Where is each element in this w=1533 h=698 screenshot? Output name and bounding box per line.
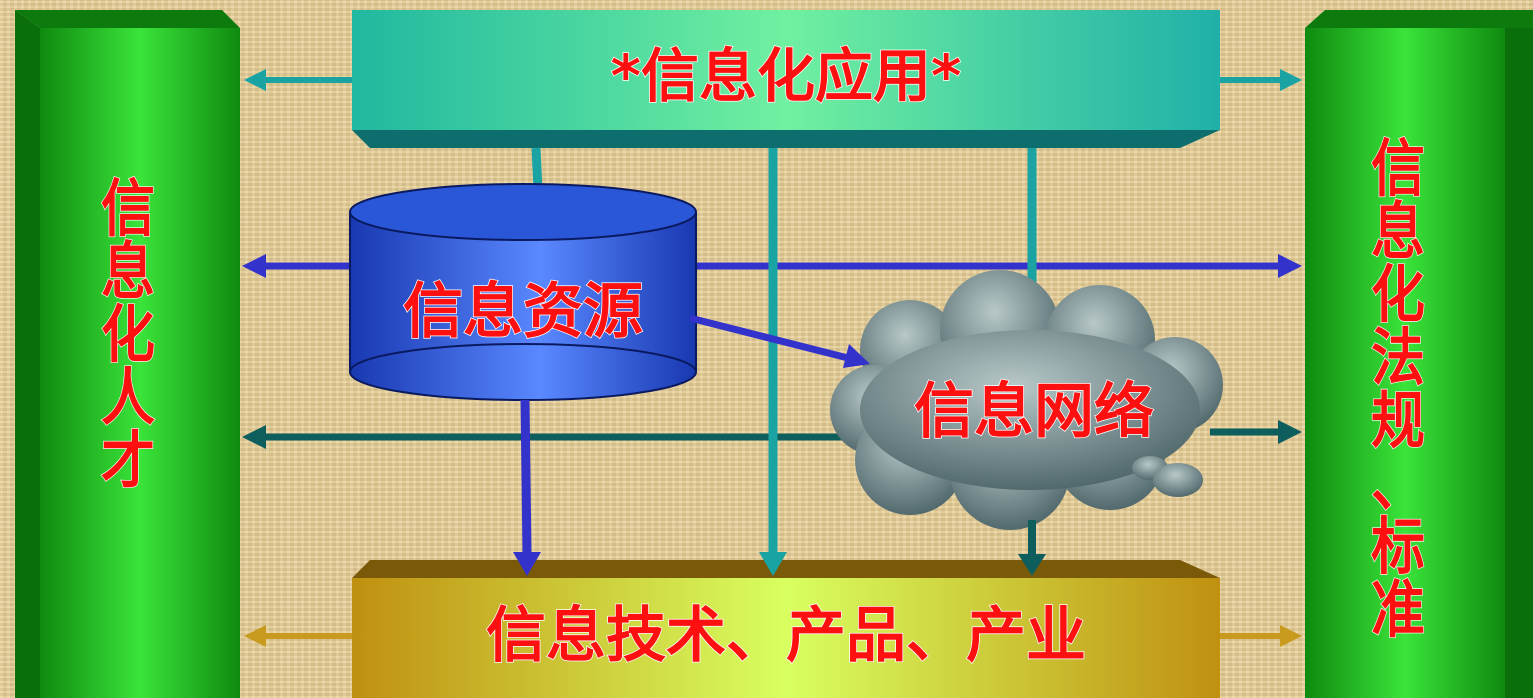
gold-arrows-bottom xyxy=(244,625,1302,647)
pillar-char: 法 xyxy=(1371,321,1425,394)
left-pillar xyxy=(15,10,240,698)
dark-teal-arrow-down xyxy=(1018,520,1046,576)
database-label: 信息资源 xyxy=(403,277,643,347)
pillar-char: 化 xyxy=(101,298,155,371)
top-box xyxy=(352,10,1220,148)
pillar-char: 准 xyxy=(1371,573,1425,646)
top-box-title: *信息化应用* xyxy=(611,42,962,110)
network-cloud xyxy=(830,270,1223,530)
pillar-char: 人 xyxy=(101,361,155,434)
pillar-char: 标 xyxy=(1371,510,1425,583)
cloud-label: 信息网络 xyxy=(914,377,1154,447)
pillar-char: 息 xyxy=(1371,195,1425,268)
pillar-char: 信 xyxy=(1371,132,1425,205)
bottom-box-title: 信息技术、产品、产业 xyxy=(486,601,1086,671)
database-cylinder xyxy=(349,183,697,401)
blue-arrow-down xyxy=(513,399,541,576)
pillar-char: 息 xyxy=(101,235,155,308)
pillar-char: 规 xyxy=(1371,384,1425,457)
right-pillar xyxy=(1305,10,1533,698)
bottom-box xyxy=(352,560,1220,698)
pillar-char: 化 xyxy=(1371,258,1425,331)
blue-arrow-resource-to-network xyxy=(689,314,870,368)
pillar-char: 、 xyxy=(1371,447,1425,520)
dark-teal-arrow xyxy=(242,420,1302,449)
pillar-char: 信 xyxy=(101,172,155,245)
teal-arrows-top xyxy=(244,69,1302,91)
pillar-char: 才 xyxy=(101,424,155,497)
